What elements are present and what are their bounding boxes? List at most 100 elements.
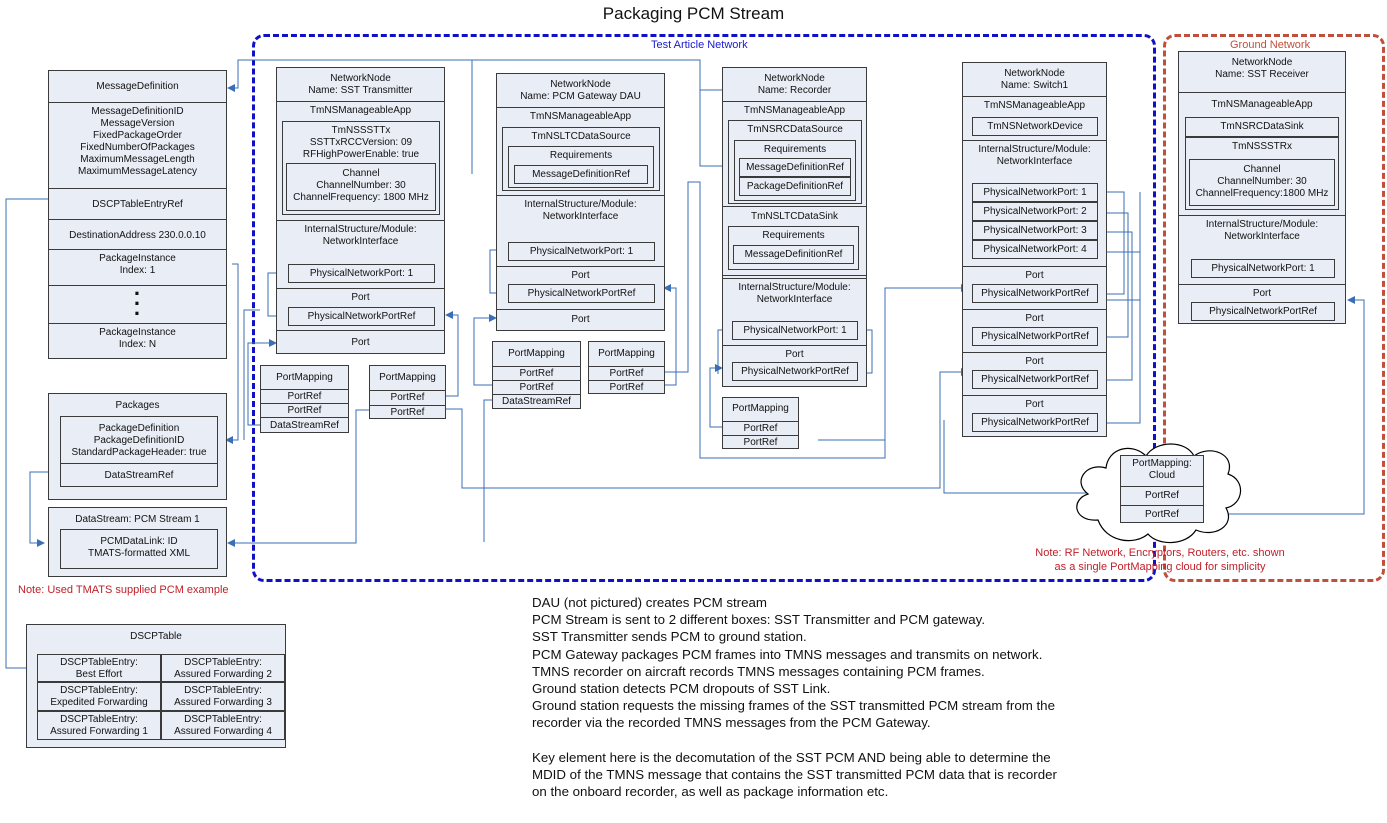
pcm-gw-internal-section: InternalStructure/Module: NetworkInterfa… [497, 195, 664, 266]
switch1-port-label-4: Port [1025, 399, 1044, 410]
data-stream-box: DataStream: PCM Stream 1 PCMDataLink: ID… [48, 507, 227, 577]
port-mapping-5: PortMapping PortRef PortRef [722, 397, 799, 449]
sst-tx-app-section: TmNSManageableApp [277, 101, 444, 220]
switch1-port-section-3: Port [963, 352, 1106, 395]
sst-rx-app-label: TmNSManageableApp [1211, 99, 1313, 110]
port-mapping-5-ref-1: PortRef [723, 421, 798, 435]
sst-tx-port-section: Port [277, 288, 444, 330]
recorder-port-ref: PhysicalNetworkPortRef [732, 362, 858, 381]
diagram-title: Packaging PCM Stream [602, 4, 785, 23]
recorder-req-box: Requirements MessageDefinitionRef Packag… [734, 140, 856, 201]
pcm-gw-port-ref: PhysicalNetworkPortRef [508, 284, 655, 303]
switch1-port-label-1: Port [1025, 270, 1044, 281]
sst-tx-header: NetworkNode Name: SST Transmitter [308, 73, 413, 96]
dscp-entry-best-effort: DSCPTableEntry: Best Effort [37, 654, 161, 682]
pcm-gw-req-label: Requirements [549, 150, 613, 161]
description-line: on the onboard recorder, as well as pack… [532, 784, 889, 800]
message-definition-header: MessageDefinition [96, 81, 179, 92]
md-field-max-latency: MaximumMessageLatency [78, 166, 197, 177]
recorder-app-label: TmNSManageableApp [743, 105, 846, 116]
cloud-header: PortMapping: Cloud [1132, 458, 1192, 481]
switch1-port-ref-4: PhysicalNetworkPortRef [972, 413, 1098, 432]
port-mapping-cloud: PortMapping: Cloud PortRef PortRef [1120, 455, 1204, 523]
dscp-table-header: DSCPTable [130, 631, 182, 642]
package-instance-1: PackageInstance Index: 1 [49, 249, 226, 285]
sst-transmitter-node: NetworkNode Name: SST Transmitter TmNSMa… [276, 67, 445, 354]
recorder-mdref2: MessageDefinitionRef [733, 245, 854, 264]
sst-tx-port2: Port [277, 330, 444, 355]
description-line: Ground station requests the missing fram… [532, 698, 1055, 714]
switch1-internal-section: InternalStructure/Module: NetworkInterfa… [963, 140, 1106, 266]
recorder-port-label: Port [785, 349, 804, 360]
port-mapping-2-ref-2: PortRef [370, 405, 445, 420]
port-mapping-1-ref-1: PortRef [261, 389, 348, 403]
sst-rx-port-section: Port [1179, 284, 1345, 325]
sst-rx-header: NetworkNode Name: SST Receiver [1215, 57, 1309, 80]
port-mapping-2: PortMapping PortRef PortRef [369, 365, 446, 419]
pcm-data-link-box: PCMDataLink: ID TMATS-formatted XML [60, 529, 218, 569]
port-mapping-3: PortMapping PortRef PortRef DataStreamRe… [492, 341, 581, 409]
recorder-header: NetworkNode Name: Recorder [757, 73, 832, 96]
switch1-port-ref-2: PhysicalNetworkPortRef [972, 327, 1098, 346]
switch1-phys-port-3: PhysicalNetworkPort: 3 [972, 221, 1098, 240]
test-article-network-label: Test Article Network [651, 39, 748, 51]
cloud-port-ref-2: PortRef [1121, 505, 1203, 524]
switch1-app-section: TmNSManageableApp [963, 96, 1106, 140]
recorder-sink-box: TmNSLTCDataSink Requirements MessageDefi… [723, 206, 866, 276]
md-field-max-length: MaximumMessageLength [80, 154, 195, 165]
pcm-gw-app-label: TmNSManageableApp [529, 111, 632, 122]
recorder-req2-label: Requirements [762, 230, 825, 241]
description-line: MDID of the TMNS message that contains t… [532, 766, 1057, 782]
note-right: Note: RF Network, Encryptors, Routers, e… [1035, 547, 1285, 573]
package-definition-text: PackageDefinition PackageDefinitionID St… [61, 417, 217, 464]
description-line: Key element here is the decomutation of … [532, 749, 1051, 765]
switch1-header: NetworkNode Name: Switch1 [1000, 68, 1069, 91]
sst-receiver-node: NetworkNode Name: SST Receiver TmNSManag… [1178, 51, 1346, 324]
recorder-port-section: Port [723, 345, 866, 388]
sst-tx-app-label: TmNSManageableApp [309, 105, 412, 116]
recorder-internal-label: InternalStructure/Module: NetworkInterfa… [738, 282, 851, 305]
sst-rx-port-ref: PhysicalNetworkPortRef [1191, 302, 1335, 321]
packages-datastream-ref: DataStreamRef [104, 470, 174, 481]
port-mapping-3-ref-1: PortRef [493, 366, 580, 380]
pcm-gw-phys-port: PhysicalNetworkPort: 1 [508, 242, 655, 261]
description-line: DAU (not pictured) creates PCM stream [532, 595, 767, 610]
pcm-gateway-node: NetworkNode Name: PCM Gateway DAU TmNSMa… [496, 73, 665, 331]
pcm-gw-header: NetworkNode Name: PCM Gateway DAU [520, 79, 641, 102]
dscp-entry-af2: DSCPTableEntry: Assured Forwarding 2 [161, 654, 285, 682]
sst-tx-channel-box: Channel ChannelNumber: 30 ChannelFrequen… [286, 163, 436, 211]
pcm-gw-port-label: Port [571, 270, 590, 281]
sst-rx-app-section: TmNSManageableApp [1179, 92, 1345, 215]
description-text: DAU (not pictured) creates PCM stream PC… [532, 594, 1192, 800]
port-mapping-4-header: PortMapping [598, 348, 655, 359]
description-line: TMNS recorder on aircraft records TMNS m… [532, 663, 985, 679]
recorder-pdref: PackageDefinitionRef [739, 177, 851, 196]
note-left: Note: Used TMATS supplied PCM example [18, 584, 229, 596]
switch1-port-section-1: Port [963, 266, 1106, 309]
dscp-entry-ef: DSCPTableEntry: Expedited Forwarding [37, 682, 161, 711]
pcm-gw-internal-label: InternalStructure/Module: NetworkInterfa… [524, 199, 637, 222]
recorder-phys-port: PhysicalNetworkPort: 1 [732, 321, 858, 340]
recorder-req2-box: Requirements MessageDefinitionRef [728, 226, 859, 270]
description-line: PCM Stream is sent to 2 different boxes:… [532, 612, 986, 628]
pcm-gw-port-section: Port [497, 266, 664, 309]
package-definition-box: PackageDefinition PackageDefinitionID St… [60, 416, 218, 487]
port-mapping-5-header: PortMapping [732, 403, 789, 414]
sst-rx-internal-section: InternalStructure/Module: NetworkInterfa… [1179, 215, 1345, 284]
ground-network-region [1163, 34, 1385, 582]
dscp-table-entry-ref: DSCPTableEntryRef [49, 188, 226, 219]
md-field-id: MessageDefinitionID [91, 106, 184, 117]
port-mapping-1-ref-2: PortRef [261, 403, 348, 417]
pcm-gw-req-box: Requirements MessageDefinitionRef [508, 146, 654, 188]
message-definition-fields: MessageDefinitionID MessageVersion Fixed… [49, 102, 226, 188]
port-mapping-1: PortMapping PortRef PortRef DataStreamRe… [260, 365, 349, 433]
description-line: SST Transmitter sends PCM to ground stat… [532, 629, 807, 645]
recorder-req-label: Requirements [763, 144, 827, 155]
port-mapping-2-ref-1: PortRef [370, 390, 445, 405]
pcm-gw-mdref: MessageDefinitionRef [514, 165, 648, 184]
package-instance-n: PackageInstance Index: N [49, 323, 226, 360]
port-mapping-3-ds-ref: DataStreamRef [493, 394, 580, 410]
port-mapping-2-header: PortMapping [379, 372, 436, 383]
md-field-fixed-order: FixedPackageOrder [93, 130, 182, 141]
data-stream-header: DataStream: PCM Stream 1 [75, 514, 200, 525]
